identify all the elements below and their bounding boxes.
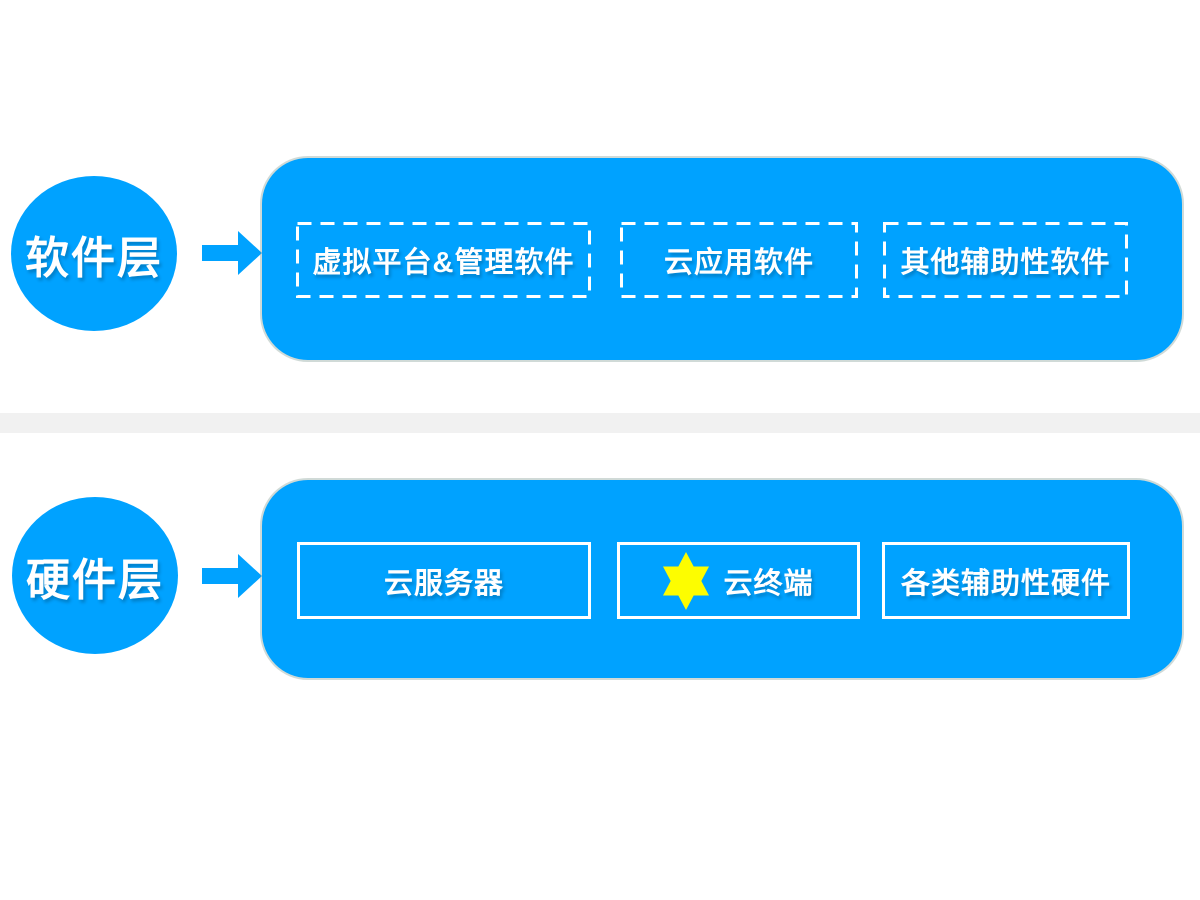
software-item-other-software: 其他辅助性软件	[883, 222, 1128, 298]
section-divider	[0, 413, 1200, 433]
software-panel: 虚拟平台&管理软件 云应用软件 其他辅助性软件	[262, 158, 1182, 360]
hardware-item-label: 云终端	[723, 567, 814, 600]
hardware-panel: 云服务器 云终端 各类辅助性硬件	[262, 480, 1182, 678]
software-item-label: 其他辅助性软件	[900, 247, 1111, 279]
hardware-item-cloud-terminal: 云终端	[617, 542, 860, 619]
hardware-layer-circle: 硬件层	[12, 497, 178, 654]
hardware-item-other-hardware: 各类辅助性硬件	[882, 542, 1130, 619]
hardware-item-cloud-server: 云服务器	[297, 542, 591, 619]
software-layer-circle: 软件层	[11, 176, 177, 331]
software-item-cloud-apps: 云应用软件	[620, 222, 858, 298]
software-item-label: 虚拟平台&管理软件	[312, 247, 575, 279]
right-arrow-icon	[202, 554, 262, 598]
hardware-layer-label: 硬件层	[26, 555, 164, 605]
software-item-label: 云应用软件	[663, 247, 814, 279]
software-item-virtual-platform: 虚拟平台&管理软件	[296, 222, 591, 298]
software-layer-label: 软件层	[25, 233, 163, 283]
hardware-item-label: 各类辅助性硬件	[900, 567, 1111, 600]
right-arrow-icon	[202, 231, 262, 275]
hardware-item-label: 云服务器	[383, 567, 504, 600]
six-pointed-star-icon	[663, 551, 710, 610]
